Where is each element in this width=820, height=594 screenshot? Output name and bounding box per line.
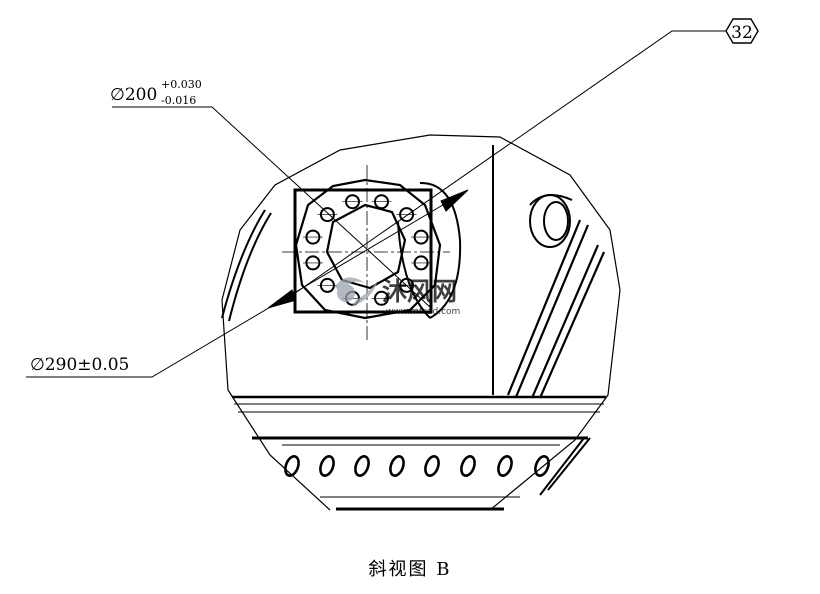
dimension-arrowheads (267, 189, 469, 309)
bore-outline (325, 203, 407, 290)
flange-dimension: ∅290±0.05 (30, 355, 129, 375)
watermark-text: 沐风网 (382, 277, 457, 306)
balloon-label: 32 (731, 23, 753, 43)
view-caption: 斜视图 B (369, 559, 452, 580)
vessel-outline (221, 134, 621, 511)
slot-hole (534, 455, 550, 477)
slot-hole (460, 455, 476, 477)
right-nozzle (529, 194, 573, 248)
square-flange-plate (293, 188, 433, 314)
arrowhead-upper-right (440, 189, 469, 212)
slot-hole (389, 455, 405, 477)
bore-dim-leader (112, 106, 431, 308)
arrowhead-lower-left (267, 289, 297, 309)
bore-nominal: 200 (125, 85, 157, 105)
flange-ring-outline (294, 178, 442, 320)
slot-hole (284, 455, 300, 477)
bolt-hole-circle (302, 194, 432, 306)
hexagon-balloon-icon (725, 18, 759, 44)
diameter-symbol: ∅ (110, 85, 125, 105)
slot-hole (497, 455, 513, 477)
left-curved-plate (221, 209, 272, 322)
balloon-leader (277, 30, 727, 306)
horizontal-bands (232, 395, 606, 511)
bore-upper-tolerance: +0.030 (161, 78, 202, 91)
flange-assembly (282, 165, 462, 340)
flange-centerlines (282, 165, 450, 340)
leader-lines (26, 30, 727, 378)
watermark: 沐风网 www.mfcad.com (335, 277, 460, 317)
slot-hole (319, 455, 335, 477)
watermark-url: www.mfcad.com (386, 307, 460, 317)
bore-dimension: ∅200 +0.030 -0.016 (110, 78, 202, 107)
svg-text:∅200: ∅200 (110, 85, 157, 105)
mfcad-logo-icon (335, 277, 378, 306)
slot-hole (424, 455, 440, 477)
bore-lower-tolerance: -0.016 (161, 94, 196, 107)
slot-holes-row (284, 455, 550, 477)
right-diagonal-stiffeners (506, 219, 606, 399)
slot-hole (354, 455, 370, 477)
item-balloon: 32 (725, 18, 759, 44)
bottom-right-edge (539, 437, 591, 496)
flange-dim-leader (26, 195, 459, 378)
